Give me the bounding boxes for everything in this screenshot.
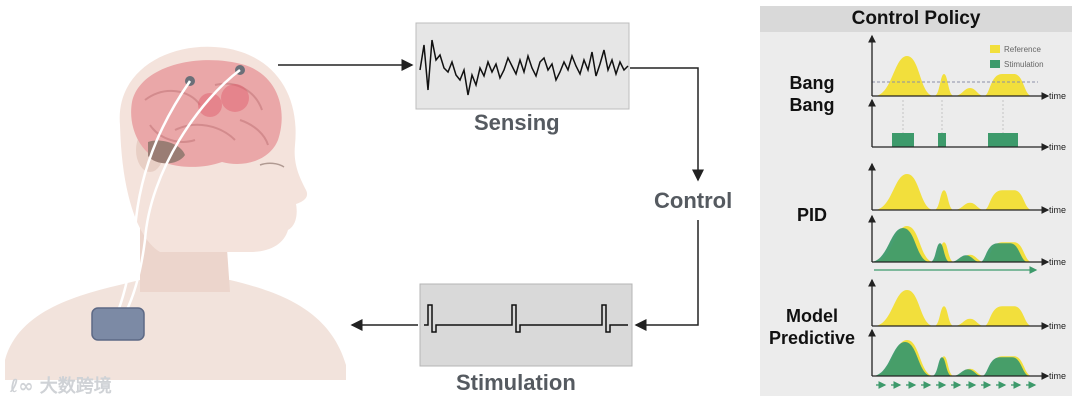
legend-reference-label: Reference [1004, 45, 1041, 54]
patient-illustration [5, 46, 346, 380]
implant-device [91, 307, 145, 341]
bangbang-stimulation-time-label: time [1049, 142, 1066, 152]
stimulation-label: Stimulation [456, 370, 576, 395]
arrow-sensing-to-control [630, 67, 704, 182]
bangbang-stimulation-pulse [892, 133, 914, 147]
watermark-logo-icon: ℓ∞ [10, 376, 40, 397]
bangbang-reference-time-label: time [1049, 91, 1066, 101]
pid-stimulation-curve [870, 228, 1028, 262]
control-label: Control [654, 188, 733, 213]
policy-label-pid: PID [796, 205, 827, 225]
bangbang-reference-curve [874, 56, 1032, 96]
arrow-control-to-stimulation [634, 220, 699, 331]
watermark: ℓ∞ 大数跨境 [10, 376, 112, 397]
policy-label-bang-bang: Bang Bang [789, 73, 835, 115]
bangbang-stimulation-pulse [988, 133, 1018, 147]
flow-diagram [278, 22, 704, 367]
mpc-reference-time-label: time [1049, 321, 1066, 331]
bangbang-stimulation-pulse [938, 133, 946, 147]
legend-stimulation-swatch [990, 60, 1000, 68]
eeg-signal [419, 39, 629, 96]
pid-reference-curve [874, 174, 1032, 210]
panel-title: Control Policy [760, 6, 1072, 32]
stimulation-signal [424, 304, 628, 333]
legend-stimulation-label: Stimulation [1004, 60, 1044, 69]
mpc-stimulation-curve [872, 342, 1030, 376]
policy-label-model-predictive: Model Predictive [768, 306, 856, 348]
sensing-label: Sensing [474, 110, 560, 135]
mpc-reference-curve [874, 290, 1032, 326]
policy-plots: time time time time time time Reference Stimu… [868, 34, 1066, 389]
pid-reference-time-label: time [1049, 205, 1066, 215]
pid-output-time-label: time [1049, 257, 1066, 267]
mpc-output-time-label: time [1049, 371, 1066, 381]
torso [5, 280, 346, 380]
legend-reference-swatch [990, 45, 1000, 53]
